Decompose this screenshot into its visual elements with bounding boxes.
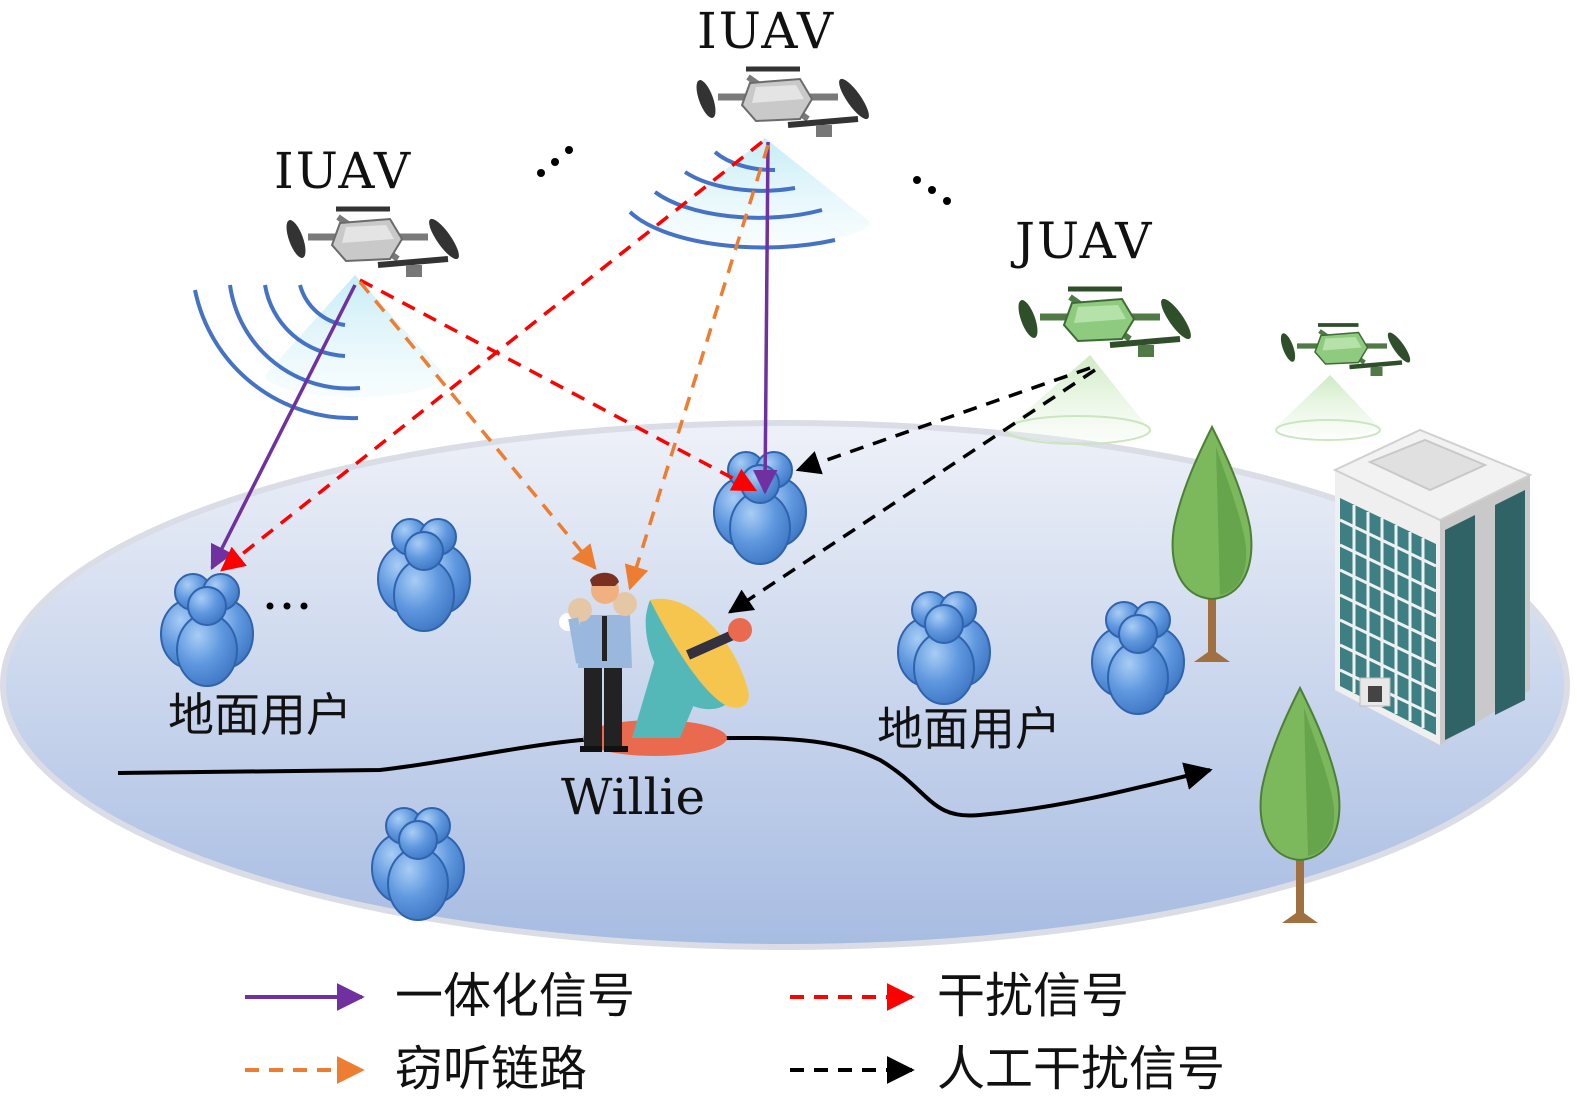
ground-users-left-label: 地面用户	[168, 688, 352, 742]
juav-secondary-coverage-cone	[1275, 375, 1381, 441]
legend-label-integrated: 一体化信号	[395, 968, 636, 1024]
legend-swatches	[245, 983, 915, 1084]
link-integrated	[210, 284, 357, 571]
satellite-dish-icon	[632, 598, 752, 738]
ellipsis-top-right-icon	[913, 176, 951, 205]
iuav-top-label: IUAV	[697, 2, 836, 60]
link-integrated	[752, 141, 778, 495]
iuav-left-label: IUAV	[274, 142, 413, 200]
willie-label: Willie	[561, 768, 706, 826]
link-lines	[210, 140, 1096, 614]
willie-trajectory	[117, 735, 1213, 818]
link-artificial-jamming	[795, 366, 1091, 475]
building-icon	[1332, 428, 1533, 745]
iuav-top-drone-icon	[693, 69, 874, 137]
iuav-left-drone-icon	[283, 209, 464, 277]
willie-person-icon	[559, 572, 637, 752]
ellipsis-top-left-icon	[537, 146, 573, 177]
link-artificial-jamming	[727, 368, 1096, 614]
link-eavesdrop	[624, 144, 770, 591]
ellipsis-users-icon	[266, 602, 308, 610]
ground-users-right-label: 地面用户	[877, 702, 1061, 756]
juav-secondary-drone-icon	[1278, 325, 1414, 376]
link-eavesdrop	[358, 280, 597, 570]
legend-label-artificial-jamming: 人工干扰信号	[937, 1041, 1226, 1097]
legend-label-interference: 干扰信号	[937, 968, 1130, 1024]
iuav-left-coverage-cone	[265, 275, 445, 397]
iuav-left-radio-waves	[193, 284, 361, 421]
legend-label-eavesdrop: 窃听链路	[395, 1041, 588, 1097]
link-interference	[359, 278, 758, 492]
juav-drone-icon	[1015, 289, 1196, 357]
juav-label: JUAV	[1015, 212, 1154, 270]
juav-coverage-cone	[1005, 355, 1151, 445]
link-interference	[220, 140, 764, 572]
